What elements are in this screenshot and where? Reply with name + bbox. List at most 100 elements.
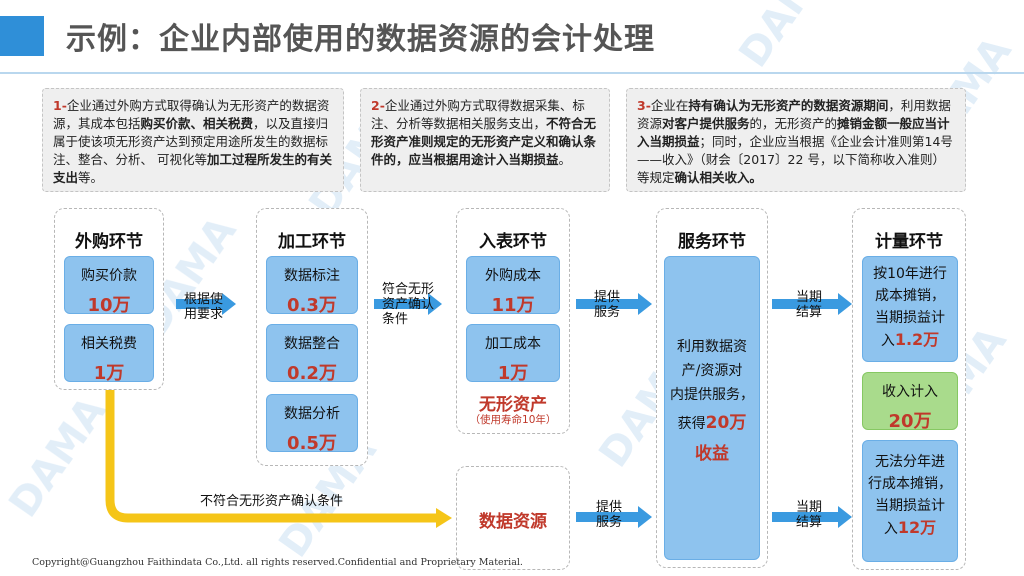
- purchase-cost-value: 11万: [491, 295, 535, 316]
- analysis-box: 数据分析 0.5万: [266, 394, 358, 454]
- measure-revenue-value: 20万: [888, 411, 932, 432]
- arrow-label-a3-l1: 提供: [594, 290, 621, 305]
- purchase-price-value: 10万: [87, 295, 131, 316]
- purchase-cost-box: 外购成本 11万: [466, 256, 560, 316]
- arrow-processing-entry: [374, 293, 442, 315]
- service-amount: 20万: [705, 413, 747, 433]
- measure-revenue-box: 收入计入 20万: [862, 372, 958, 432]
- note-text: 的无形资产定义和确认条件的，应当: [371, 134, 597, 167]
- title-divider: [0, 72, 1024, 74]
- note-text: 。: [558, 152, 572, 167]
- note-text: 购买价款、相关税费: [140, 116, 254, 131]
- arrow-service-measure-top: [772, 293, 852, 315]
- measure-box3-l3: 当期损益计: [875, 498, 945, 514]
- service-title: 服务环节: [678, 232, 746, 252]
- arrow-purchase-processing: [176, 293, 236, 315]
- measure-box1-l2: 成本摊销，: [875, 288, 945, 304]
- note-text: 摊销金额一般应当计入当期损益: [637, 116, 950, 149]
- note-text: ，利用数据资源: [637, 98, 951, 131]
- measure-amortize-box: 按10年进行 成本摊销， 当期损益计 入1.2万: [862, 256, 958, 362]
- note-text: 企业在: [650, 98, 689, 113]
- data-resource-label: 数据资源: [479, 512, 547, 532]
- purchase-cost-label: 外购成本: [485, 268, 541, 284]
- arrow-label-provide-service-bottom: 提供 服务: [596, 500, 622, 530]
- not-qualified-arrowhead: [436, 508, 452, 528]
- arrow-resource-service: [576, 506, 652, 528]
- arrow-label-qualified: 符合无形 资产确认 条件: [382, 282, 434, 327]
- arrow-label-settle-bottom: 当期 结算: [796, 500, 822, 530]
- analysis-label: 数据分析: [284, 406, 340, 422]
- arrow-label-a6-l2: 结算: [796, 515, 823, 530]
- note-text: 企业通过外购方式取得数据采集、标注、分析等数据相关服务支出，: [371, 98, 585, 131]
- measure-revenue-label: 收入计入: [882, 384, 938, 400]
- arrow-service-measure-bottom: [772, 506, 852, 528]
- intangible-asset-label: 无形资产: [479, 395, 547, 415]
- note-2: 2-企业通过外购方式取得数据采集、标注、分析等数据相关服务支出，不符合无形资产准…: [360, 88, 610, 192]
- note-text: 加工过程所发生的有关支出: [53, 152, 332, 185]
- integration-label: 数据整合: [284, 336, 340, 352]
- entry-title: 入表环节: [479, 232, 547, 252]
- measure-title: 计量环节: [875, 232, 943, 252]
- note-text: 持有确认为无形资产的数据资源期间: [688, 98, 889, 113]
- service-text-3: 内提供服务，: [670, 387, 754, 403]
- service-text-1: 利用数据资: [677, 339, 747, 355]
- data-resource-panel: [456, 466, 570, 570]
- arrow-label-provide-service-top: 提供 服务: [594, 290, 620, 320]
- measure-expense-box: 无法分年进 行成本摊销， 当期损益计 入12万: [862, 440, 958, 562]
- processing-cost-label: 加工成本: [485, 336, 541, 352]
- measure-box1-value: 1.2万: [894, 330, 940, 349]
- note-text: 根据用途计入当期损益: [433, 152, 559, 167]
- measure-box1-l3: 当期损益计: [875, 310, 945, 326]
- measure-box3-value: 12万: [897, 518, 937, 537]
- service-text-4: 获得: [677, 416, 706, 432]
- processing-cost-box: 加工成本 1万: [466, 324, 560, 384]
- arrow-label-not-qualified: 不符合无形资产确认条件: [200, 494, 344, 509]
- copyright-text: Copyright@Guangzhou Faithindata Co.,Ltd.…: [32, 557, 523, 568]
- arrow-entry-service: [576, 293, 652, 315]
- arrow-label-a5-l1: 提供: [596, 500, 623, 515]
- page-title: 示例：企业内部使用的数据资源的会计处理: [66, 22, 655, 57]
- measure-box3-l4: 入: [883, 521, 898, 537]
- analysis-value: 0.5万: [287, 433, 337, 454]
- note-3: 3-企业在持有确认为无形资产的数据资源期间，利用数据资源对客户提供服务的，无形资…: [626, 88, 966, 192]
- note-number: 2-: [371, 98, 385, 113]
- integration-value: 0.2万: [287, 363, 337, 384]
- labeling-box: 数据标注 0.3万: [266, 256, 358, 316]
- note-text: 企业通过外购方式取得确认为无形资产的数据资源，其成本包括: [53, 98, 330, 131]
- not-qualified-arrow: [105, 390, 438, 523]
- note-number: 3-: [637, 98, 651, 113]
- tax-label: 相关税费: [81, 336, 137, 352]
- measure-box1-l4: 入: [880, 333, 895, 349]
- service-text-5: 收益: [695, 444, 729, 464]
- entry-panel: 入表环节: [456, 208, 570, 434]
- purchase-price-label: 购买价款: [81, 268, 137, 284]
- note-number: 1-: [53, 98, 67, 113]
- note-text: 等。: [78, 170, 104, 185]
- measure-box1-l1: 按10年进行: [873, 266, 947, 282]
- service-box: 利用数据资 产/资源对 内提供服务， 获得20万 收益: [664, 256, 760, 560]
- measure-box3-l2: 行成本摊销，: [868, 476, 952, 492]
- integration-box: 数据整合 0.2万: [266, 324, 358, 384]
- processing-title: 加工环节: [278, 232, 346, 252]
- intangible-asset-note: （使用寿命10年）: [469, 414, 557, 426]
- arrow-label-qualified-l2: 资产确认: [382, 297, 435, 312]
- arrow-label-settle-top: 当期 结算: [796, 290, 822, 320]
- processing-cost-value: 1万: [497, 363, 529, 384]
- tax-box: 相关税费 1万: [64, 324, 154, 384]
- arrow-label-a4-l1: 当期: [796, 290, 823, 305]
- note-text: ；同时，企业应当根据《企业会计准则第14号 ——收入》（财会〔2017〕22 号…: [637, 134, 953, 185]
- arrow-label-a6-l1: 当期: [796, 500, 823, 515]
- arrow-label-a3-l2: 服务: [594, 305, 621, 320]
- note-text: 不符合无形资产准则规定: [371, 116, 597, 149]
- purchase-title: 外购环节: [75, 232, 143, 252]
- arrow-label-qualified-l3: 条件: [382, 312, 409, 327]
- title-accent-bar: [0, 16, 44, 56]
- arrow-label-a5-l2: 服务: [596, 515, 623, 530]
- measure-box3-l1: 无法分年进: [875, 454, 945, 470]
- labeling-value: 0.3万: [287, 295, 337, 316]
- note-text: 的，无形资产的: [749, 116, 838, 131]
- arrow-label-usage-l1: 根据使: [184, 292, 224, 307]
- arrow-label-qualified-l1: 符合无形: [382, 282, 435, 297]
- note-1: 1-企业通过外购方式取得确认为无形资产的数据资源，其成本包括购买价款、相关税费，…: [42, 88, 344, 192]
